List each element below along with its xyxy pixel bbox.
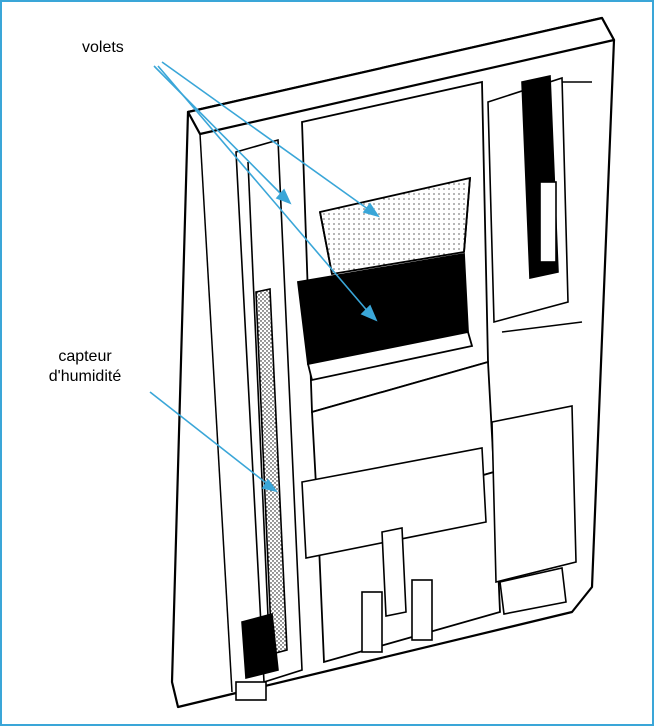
casing-top-edge — [186, 16, 616, 136]
arrow-volets-left — [153, 65, 285, 198]
label-humidity-sensor: capteur d'humidité — [10, 347, 160, 387]
upper-shutter — [318, 176, 471, 276]
lower-shutter — [297, 252, 474, 382]
label-capteur-line1: capteur — [58, 348, 112, 365]
arrow-volets-upper — [161, 61, 373, 213]
bottom-details — [301, 447, 567, 653]
label-volets: volets — [82, 39, 124, 56]
callout-arrows — [149, 61, 380, 493]
right-mechanism — [487, 75, 592, 584]
label-capteur-line2: d'humidité — [48, 368, 122, 385]
casing-inner-edge — [199, 133, 233, 693]
humidity-sensor-strip — [255, 288, 288, 656]
arrow-volets-lower — [157, 65, 371, 315]
arrow-capteur — [149, 391, 271, 487]
left-column — [235, 138, 303, 701]
